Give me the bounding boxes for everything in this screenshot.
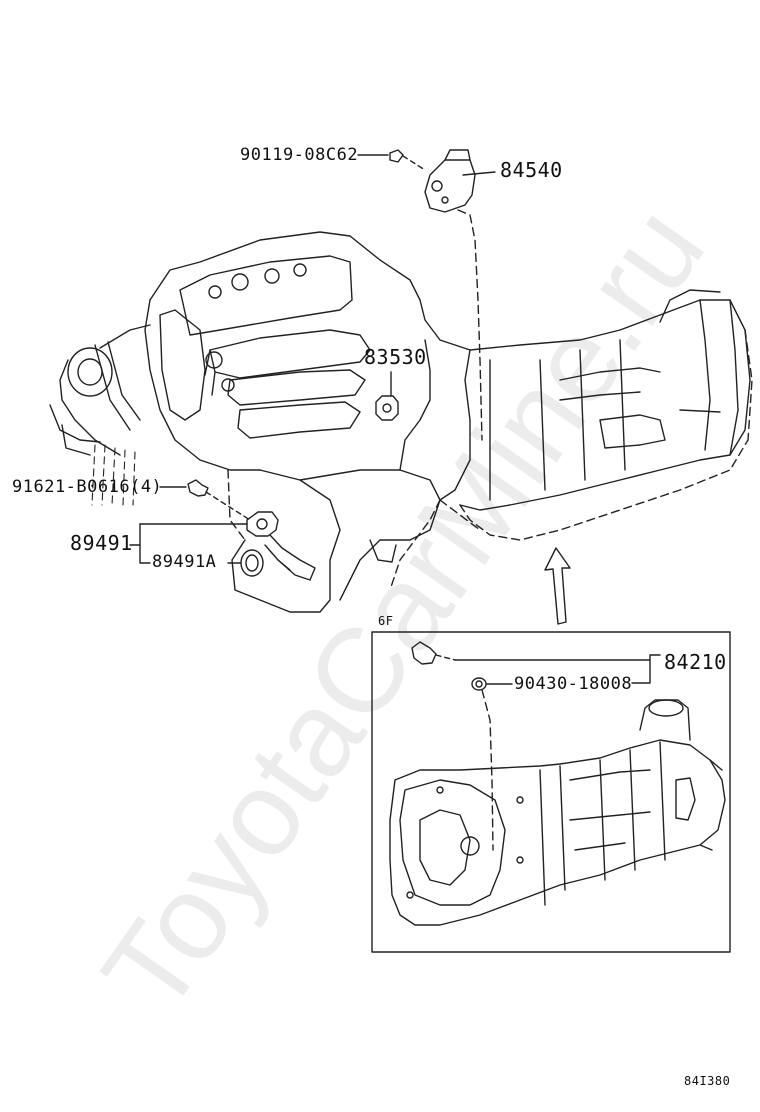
label-inset-6F: 6F (378, 614, 394, 628)
label-switch-84540: 84540 (500, 158, 563, 182)
label-sensor-89491A: 89491A (152, 552, 217, 572)
label-bolt-90119: 90119-08C62 (240, 145, 359, 165)
sensor-83530 (375, 371, 399, 421)
label-bolt-91621: 91621-B0616(4) (12, 477, 163, 497)
bolt-91621 (159, 479, 251, 521)
inset-box (371, 631, 731, 953)
engine-assembly (49, 231, 753, 613)
sensor-89491 (129, 511, 316, 581)
switch-84540 (424, 149, 496, 441)
label-sensor-89491: 89491 (70, 531, 133, 555)
label-sensor-83530: 83530 (364, 345, 427, 369)
label-switch-84210: 84210 (664, 650, 727, 674)
bolt-90119 (357, 149, 426, 171)
arrow-up (544, 547, 571, 625)
label-gasket-90430: 90430-18008 (514, 674, 633, 694)
label-diagram-code: 84I380 (684, 1074, 731, 1088)
